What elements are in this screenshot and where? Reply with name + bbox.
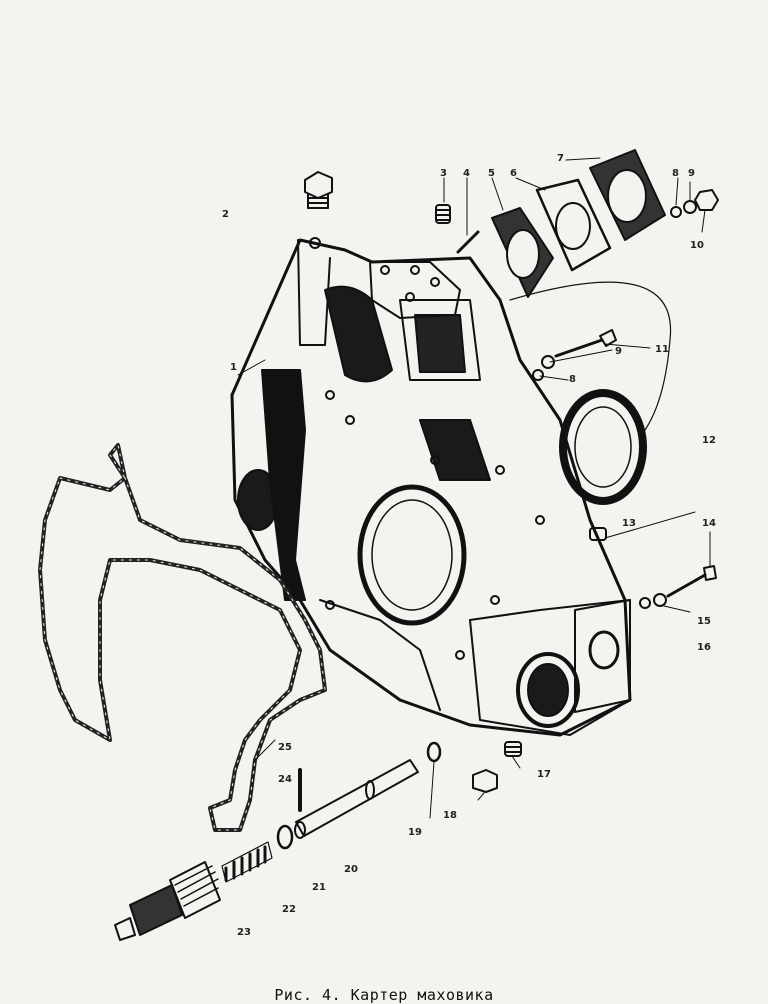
sensor-23 — [114, 861, 221, 941]
label-2: 2 — [222, 209, 229, 220]
label-17: 17 — [537, 769, 551, 780]
label-19: 19 — [408, 827, 422, 838]
label-20: 20 — [344, 864, 358, 875]
label-9a: 9 — [688, 168, 695, 179]
label-22: 22 — [282, 904, 296, 915]
spring-22 — [221, 841, 273, 883]
ring-19 — [426, 741, 442, 763]
plug-18 — [472, 769, 498, 793]
label-4: 4 — [463, 168, 470, 179]
plug-2 — [304, 171, 333, 209]
shaft-20 — [294, 759, 419, 839]
plug-17 — [504, 741, 522, 757]
label-23: 23 — [237, 927, 251, 938]
label-13: 13 — [622, 518, 636, 529]
label-6: 6 — [510, 168, 517, 179]
label-21: 21 — [312, 882, 326, 893]
label-3: 3 — [440, 168, 447, 179]
o-ring-21 — [276, 824, 294, 850]
figure-caption: Рис. 4. Картер маховика — [274, 986, 494, 1004]
label-1: 1 — [230, 362, 237, 373]
label-7: 7 — [557, 153, 564, 164]
gasket-5 — [491, 207, 554, 298]
label-8b: 8 — [569, 374, 576, 385]
flange-6 — [535, 178, 612, 272]
bolt-14 — [639, 565, 717, 609]
label-15: 15 — [697, 616, 711, 627]
flywheel-housing — [230, 237, 632, 737]
label-5: 5 — [488, 168, 495, 179]
gasket-7 — [589, 149, 666, 241]
label-9b: 9 — [615, 346, 622, 357]
label-10: 10 — [690, 240, 704, 251]
label-18: 18 — [443, 810, 457, 821]
gasket-25 — [38, 443, 327, 832]
bolt-11 — [532, 329, 617, 381]
label-24: 24 — [278, 774, 292, 785]
stud-4 — [456, 230, 480, 254]
label-11: 11 — [655, 344, 669, 355]
label-25: 25 — [278, 742, 292, 753]
oil-seal-12 — [559, 389, 647, 505]
label-8a: 8 — [672, 168, 679, 179]
plug-3 — [435, 204, 451, 224]
label-12: 12 — [702, 435, 716, 446]
label-16: 16 — [697, 642, 711, 653]
label-14: 14 — [702, 518, 716, 529]
